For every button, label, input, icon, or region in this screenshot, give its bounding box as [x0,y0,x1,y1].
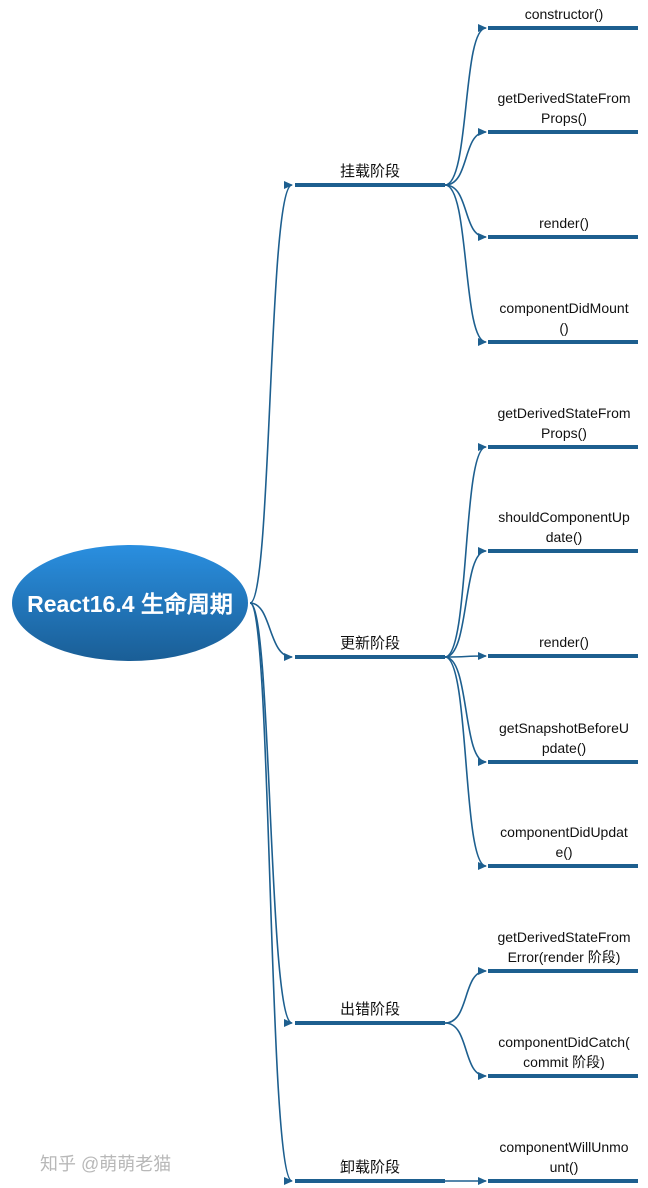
leaf-connector [444,443,487,658]
method-label-line: e() [555,844,573,860]
method-label-line: date() [545,529,583,545]
root-label: React16.4 生命周期 [27,591,233,617]
root-node[interactable] [12,545,248,661]
method-label-line: getDerivedStateFrom [497,405,631,421]
root-connector [249,181,293,604]
method-label-line: componentDidMount [499,300,629,316]
lifecycle-method[interactable]: componentDidCatch( commit 阶段) [486,1032,642,1072]
method-label-line: render() [539,215,589,231]
method-label-line: () [559,320,569,336]
leaf-connector [444,656,487,766]
leaf-connector [444,1022,487,1080]
lifecycle-method[interactable]: shouldComponentUp date() [486,507,642,547]
method-label-line: pdate() [541,740,587,756]
lifecycle-method[interactable]: render() [486,632,642,652]
method-label-line: Error(render 阶段) [507,949,621,965]
leaf-connector [444,652,487,661]
leaf-connector [444,184,487,241]
leaf-connector [444,967,487,1024]
root-connector [249,602,293,661]
leaf-connector [444,184,487,346]
lifecycle-method[interactable]: componentWillUnmo unt() [486,1137,642,1177]
method-label-line: Props() [541,425,587,441]
branch-label[interactable]: 更新阶段 [339,635,400,652]
method-label-line: getDerivedStateFrom [497,90,631,106]
method-label-line: componentDidCatch( [498,1034,630,1050]
branch-label[interactable]: 挂载阶段 [339,163,400,180]
method-label-line: Props() [541,110,587,126]
leaf-connector [444,547,487,658]
leaf-connector [444,128,487,186]
branch-label[interactable]: 出错阶段 [339,1001,400,1018]
method-label-line: getSnapshotBeforeU [499,720,629,736]
method-label-line: render() [539,634,589,650]
watermark: 知乎 @萌萌老猫 [40,1154,172,1174]
root-connector [249,602,293,1027]
lifecycle-method[interactable]: getSnapshotBeforeU pdate() [486,718,642,758]
method-label-line: componentWillUnmo [499,1139,629,1155]
branch-label[interactable]: 卸载阶段 [339,1159,400,1176]
lifecycle-method[interactable]: componentDidUpdat e() [486,822,642,862]
root-connector [249,602,293,1185]
leaf-connector [444,656,487,870]
method-label-line: unt() [549,1159,579,1175]
method-label-line: componentDidUpdat [500,824,628,840]
lifecycle-method[interactable]: componentDidMount () [486,298,642,338]
lifecycle-method[interactable]: constructor() [486,4,642,24]
method-label-line: commit 阶段) [523,1054,605,1070]
lifecycle-method[interactable]: render() [486,213,642,233]
method-label-line: constructor() [524,6,604,22]
method-label-line: getDerivedStateFrom [497,929,631,945]
method-label-line: shouldComponentUp [498,509,630,525]
leaf-connector [444,24,487,186]
